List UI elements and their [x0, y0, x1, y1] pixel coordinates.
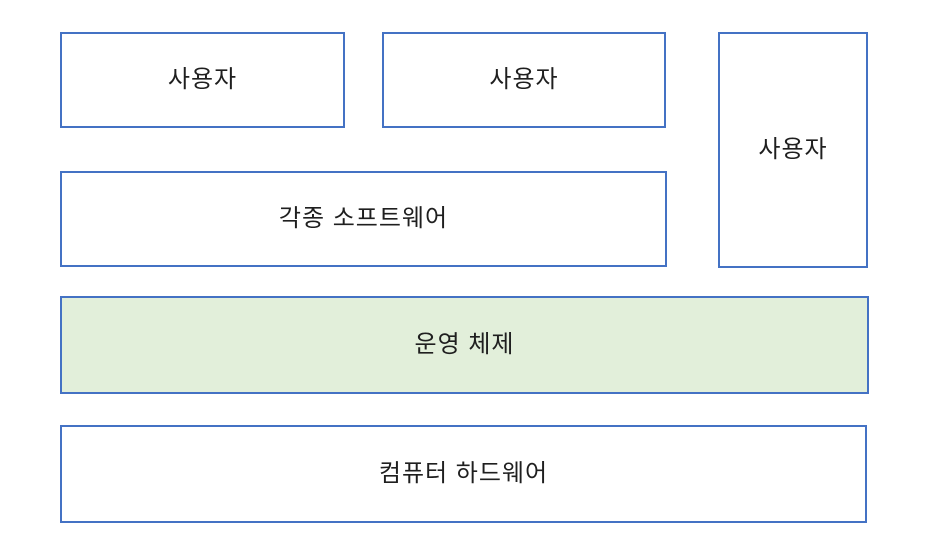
box-operating-system-label: 운영 체제 [414, 330, 515, 358]
box-hardware: 컴퓨터 하드웨어 [60, 425, 867, 523]
box-user-3-label: 사용자 [758, 135, 828, 163]
box-user-2-label: 사용자 [489, 65, 559, 93]
box-hardware-label: 컴퓨터 하드웨어 [378, 459, 549, 487]
box-user-1-label: 사용자 [167, 65, 238, 93]
box-operating-system: 운영 체제 [60, 296, 869, 394]
box-software-label: 각종 소프트웨어 [278, 204, 449, 232]
box-user-1: 사용자 [60, 32, 345, 128]
box-user-3: 사용자 [718, 32, 868, 268]
box-user-2: 사용자 [382, 32, 666, 128]
box-software: 각종 소프트웨어 [60, 171, 667, 267]
